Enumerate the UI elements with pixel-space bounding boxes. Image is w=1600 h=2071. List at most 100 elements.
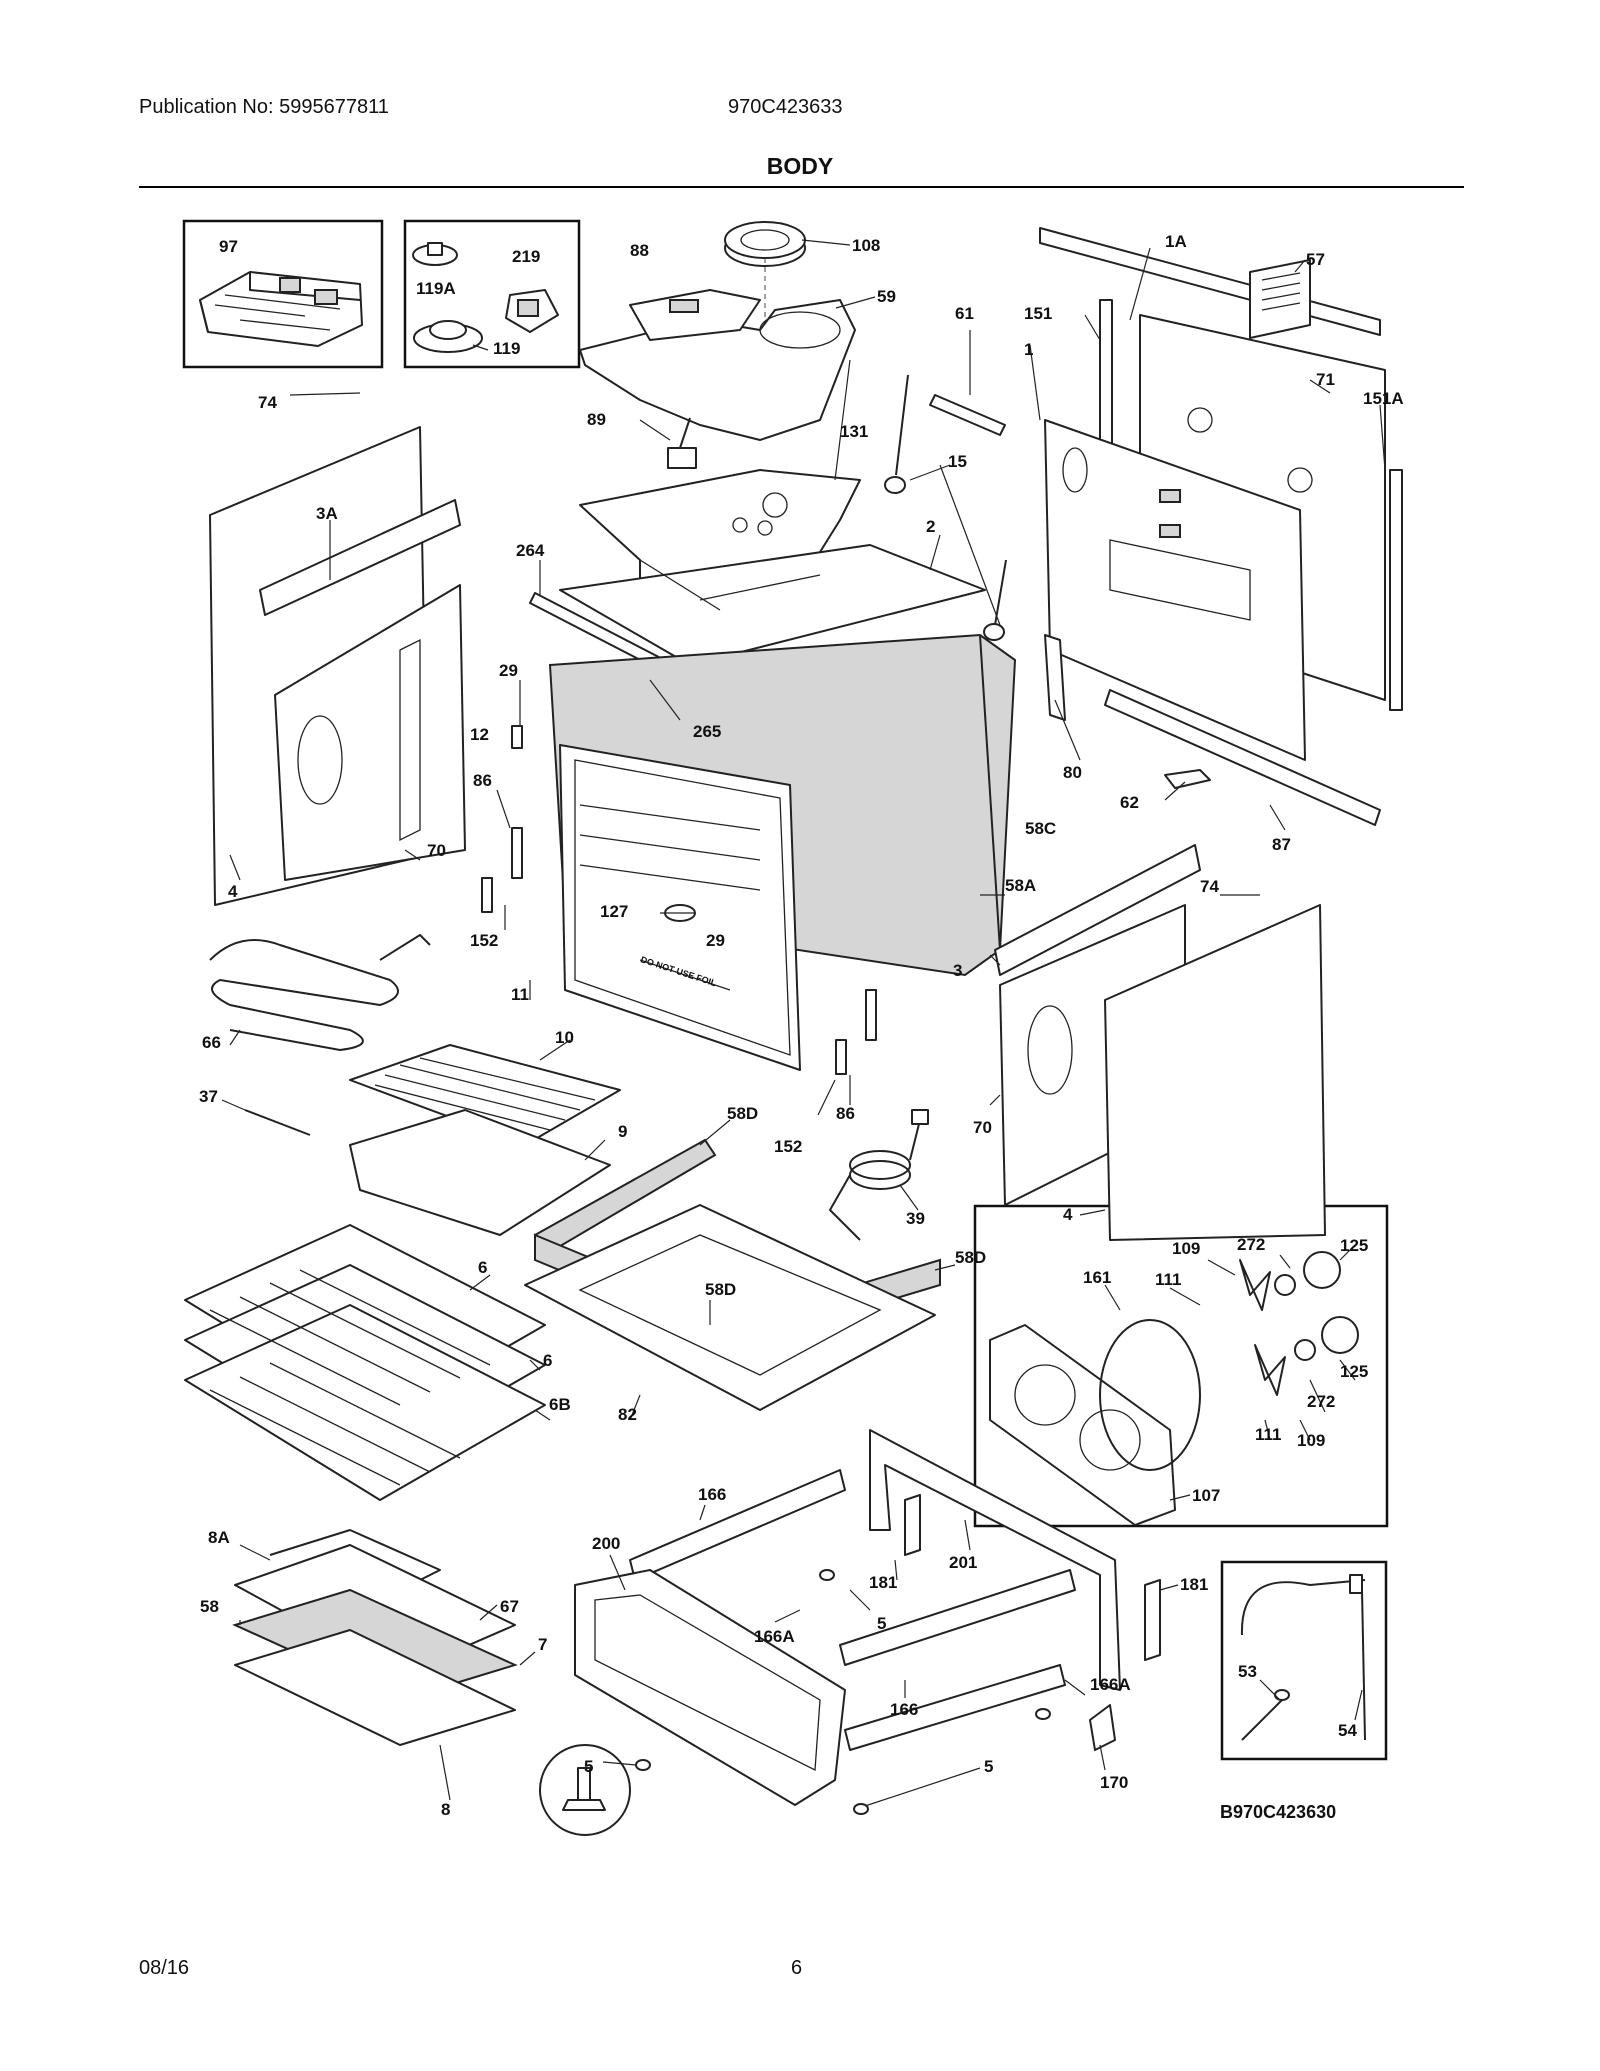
callout-62: 62 (1120, 793, 1139, 812)
part-meat-probe (1240, 1574, 1366, 1741)
diagram-code: B970C423630 (1220, 1802, 1336, 1822)
callout-86-left: 86 (473, 771, 492, 790)
part-top-rail (1039, 227, 1381, 336)
callout-8A: 8A (208, 1528, 230, 1547)
callout-58A: 58A (1005, 876, 1036, 895)
inset-box-control-board (182, 219, 384, 369)
part-oven-cavity (559, 744, 801, 1071)
section-title: BODY (766, 153, 834, 179)
part-temperature-sensors (884, 374, 1007, 641)
callout-166A-left: 166A (754, 1627, 795, 1646)
callout-58C: 58C (1025, 819, 1056, 838)
part-lower-frame-assembly (574, 1429, 1161, 1806)
publication-number: Publication No: 5995677811 (139, 96, 389, 118)
callout-57: 57 (1306, 250, 1325, 269)
part-trim-bracket-right (835, 1039, 847, 1075)
callout-29-top: 29 (499, 661, 518, 680)
callout-89: 89 (587, 410, 606, 429)
callout-1A: 1A (1165, 232, 1187, 251)
part-vent-cover (1249, 259, 1311, 339)
callout-97: 97 (219, 237, 238, 256)
part-back-panel (1044, 419, 1306, 761)
callout-39: 39 (906, 1209, 925, 1228)
callout-12: 12 (470, 725, 489, 744)
callout-70-right: 70 (973, 1118, 992, 1137)
callout-3A: 3A (316, 504, 338, 523)
callout-2: 2 (926, 517, 935, 536)
footer-date: 08/16 (139, 1957, 190, 1979)
callout-66: 66 (202, 1033, 221, 1052)
part-trim-bracket-left (481, 877, 493, 913)
callout-219: 219 (512, 247, 540, 266)
callout-58D-right: 58D (955, 1248, 986, 1267)
callout-70-left: 70 (427, 841, 446, 860)
inset-box-probe (1220, 1560, 1388, 1761)
part-blower-duct (579, 289, 856, 441)
callout-labels: 97 219 119A 119 88 108 59 1A 57 151 61 1… (199, 232, 1404, 1819)
part-cooling-fan-motor (724, 221, 806, 380)
part-side-bracket-left (1099, 299, 1113, 451)
part-trim-strip-left (511, 827, 523, 879)
part-terminal-block (1164, 769, 1211, 789)
callout-53: 53 (1238, 1662, 1257, 1681)
callout-74-top: 74 (258, 393, 277, 412)
callout-80: 80 (1063, 763, 1082, 782)
part-door-switch (667, 417, 697, 469)
part-hinge-bracket (1044, 634, 1066, 721)
callout-6-top: 6 (478, 1258, 487, 1277)
callout-7: 7 (538, 1635, 547, 1654)
part-leveling-legs (539, 1569, 1051, 1836)
callout-54: 54 (1338, 1721, 1357, 1740)
callout-119: 119 (493, 339, 520, 358)
part-control-board (199, 271, 363, 347)
model-number: 970C423633 (728, 96, 843, 118)
callout-170: 170 (1100, 1773, 1128, 1792)
callout-5-top: 5 (877, 1614, 886, 1633)
part-bake-element-assembly (232, 1529, 518, 1746)
callout-88: 88 (630, 241, 649, 260)
part-drawer-insulation-frame (524, 1138, 941, 1411)
callout-5-bottom: 5 (984, 1757, 993, 1776)
callout-111-bottom: 111 (1255, 1425, 1282, 1444)
part-convection-fan-kit (989, 1251, 1359, 1526)
part-top-panel (559, 544, 986, 666)
callout-37: 37 (199, 1087, 218, 1106)
header-rule (139, 186, 1464, 188)
callout-9: 9 (618, 1122, 627, 1141)
callout-272-top: 272 (1237, 1235, 1265, 1254)
part-broil-element (209, 934, 431, 1051)
callout-10: 10 (555, 1028, 574, 1047)
callout-264: 264 (516, 541, 545, 560)
part-thermostats (412, 242, 559, 353)
callout-181-center: 181 (869, 1573, 897, 1592)
part-lower-back-rail (1104, 689, 1381, 826)
callout-61: 61 (955, 304, 974, 323)
callout-200: 200 (592, 1534, 620, 1553)
callout-166A-right: 166A (1090, 1675, 1131, 1694)
callout-265: 265 (693, 722, 721, 741)
callout-58D-top: 58D (727, 1104, 758, 1123)
callout-152-right: 152 (774, 1137, 802, 1156)
inset-box-thermostats (403, 219, 581, 369)
callout-11: 11 (511, 985, 529, 1004)
callout-4-left: 4 (228, 882, 238, 901)
callout-272-bottom: 272 (1307, 1392, 1335, 1411)
callout-125-top: 125 (1340, 1236, 1368, 1255)
part-anti-tip-bracket (1089, 1704, 1116, 1751)
callout-1: 1 (1024, 340, 1033, 359)
callout-166-top: 166 (698, 1485, 726, 1504)
callout-59: 59 (877, 287, 896, 306)
callout-125-bottom: 125 (1340, 1362, 1368, 1381)
leader-lines (221, 239, 1386, 1807)
callout-151A: 151A (1363, 389, 1404, 408)
part-side-bracket-right (1389, 469, 1403, 711)
part-oven-racks (184, 1224, 546, 1501)
callout-82: 82 (618, 1405, 637, 1424)
callout-152-left: 152 (470, 931, 498, 950)
callout-107: 107 (1192, 1486, 1220, 1505)
callout-131: 131 (840, 422, 868, 441)
callout-151: 151 (1024, 304, 1052, 323)
part-broiler-pan (349, 1044, 621, 1236)
callout-119A: 119A (416, 279, 456, 298)
